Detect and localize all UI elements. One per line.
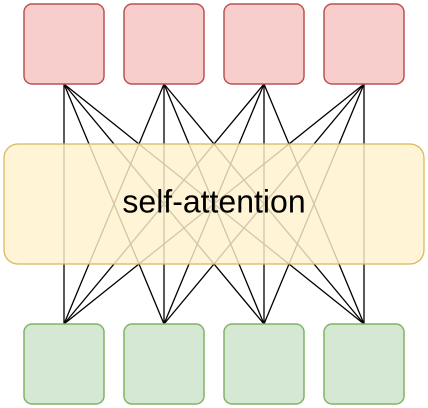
input-node-1[interactable] xyxy=(23,323,105,405)
input-node-3[interactable] xyxy=(223,323,305,405)
output-node-4[interactable] xyxy=(323,3,405,85)
input-node-4[interactable] xyxy=(323,323,405,405)
self-attention-block[interactable] xyxy=(3,143,425,265)
output-token-row xyxy=(23,3,405,85)
input-token-row xyxy=(23,323,405,405)
output-node-1[interactable] xyxy=(23,3,105,85)
output-node-3[interactable] xyxy=(223,3,305,85)
self-attention-label: self-attention xyxy=(122,183,305,219)
input-node-2[interactable] xyxy=(123,323,205,405)
output-node-2[interactable] xyxy=(123,3,205,85)
